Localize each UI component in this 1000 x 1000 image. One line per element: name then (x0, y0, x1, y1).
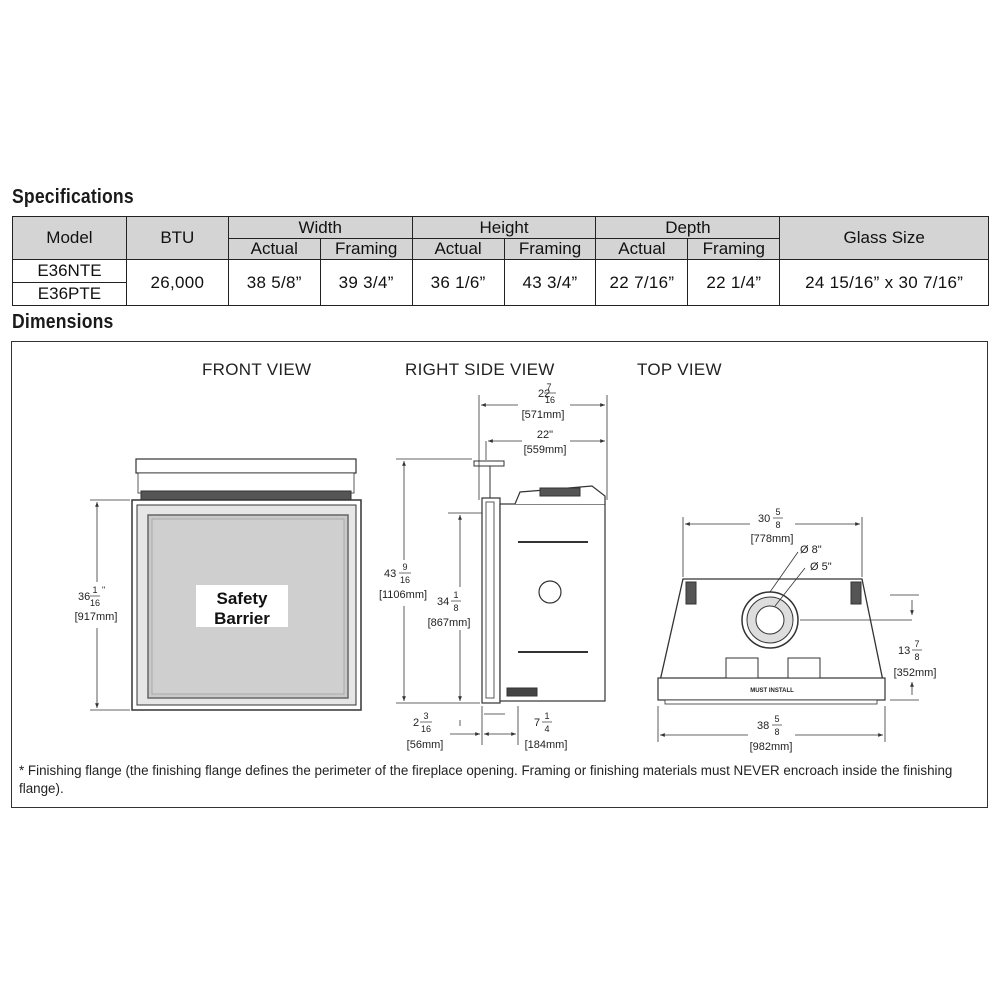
btu-value: 26,000 (125, 259, 229, 306)
model-cell-2: E36PTE (12, 282, 127, 306)
subheader-width-framing: Framing (319, 238, 413, 260)
dimensions-heading: Dimensions (12, 311, 114, 333)
side-view-title: RIGHT SIDE VIEW (405, 360, 555, 379)
subheader-width-actual: Actual (227, 238, 321, 260)
header-model: Model (12, 216, 127, 260)
width-framing-value: 39 3/4” (319, 259, 413, 306)
header-depth: Depth (595, 216, 781, 239)
header-glass-size: Glass Size (779, 216, 989, 260)
height-actual-value: 36 1/6” (411, 259, 505, 306)
subheader-depth-actual: Actual (595, 238, 689, 260)
depth-framing-value: 22 1/4” (687, 259, 781, 306)
header-btu: BTU (125, 216, 229, 260)
dimensions-panel (11, 341, 988, 808)
finishing-flange-note: * Finishing flange (the finishing flange… (19, 763, 953, 796)
top-view-title: TOP VIEW (637, 360, 722, 379)
header-height: Height (411, 216, 597, 239)
model-cell-1: E36NTE (12, 259, 127, 283)
subheader-height-framing: Framing (503, 238, 597, 260)
glass-size-value: 24 15/16” x 30 7/16” (779, 259, 989, 306)
header-width: Width (227, 216, 413, 239)
width-actual-value: 38 5/8” (227, 259, 321, 306)
subheader-depth-framing: Framing (687, 238, 781, 260)
subheader-height-actual: Actual (411, 238, 505, 260)
specifications-heading: Specifications (12, 186, 134, 208)
depth-actual-value: 22 7/16” (595, 259, 689, 306)
front-view-title: FRONT VIEW (202, 360, 312, 379)
specifications-table: Model BTU Width Height Depth Glass Size … (12, 216, 989, 306)
height-framing-value: 43 3/4” (503, 259, 597, 306)
